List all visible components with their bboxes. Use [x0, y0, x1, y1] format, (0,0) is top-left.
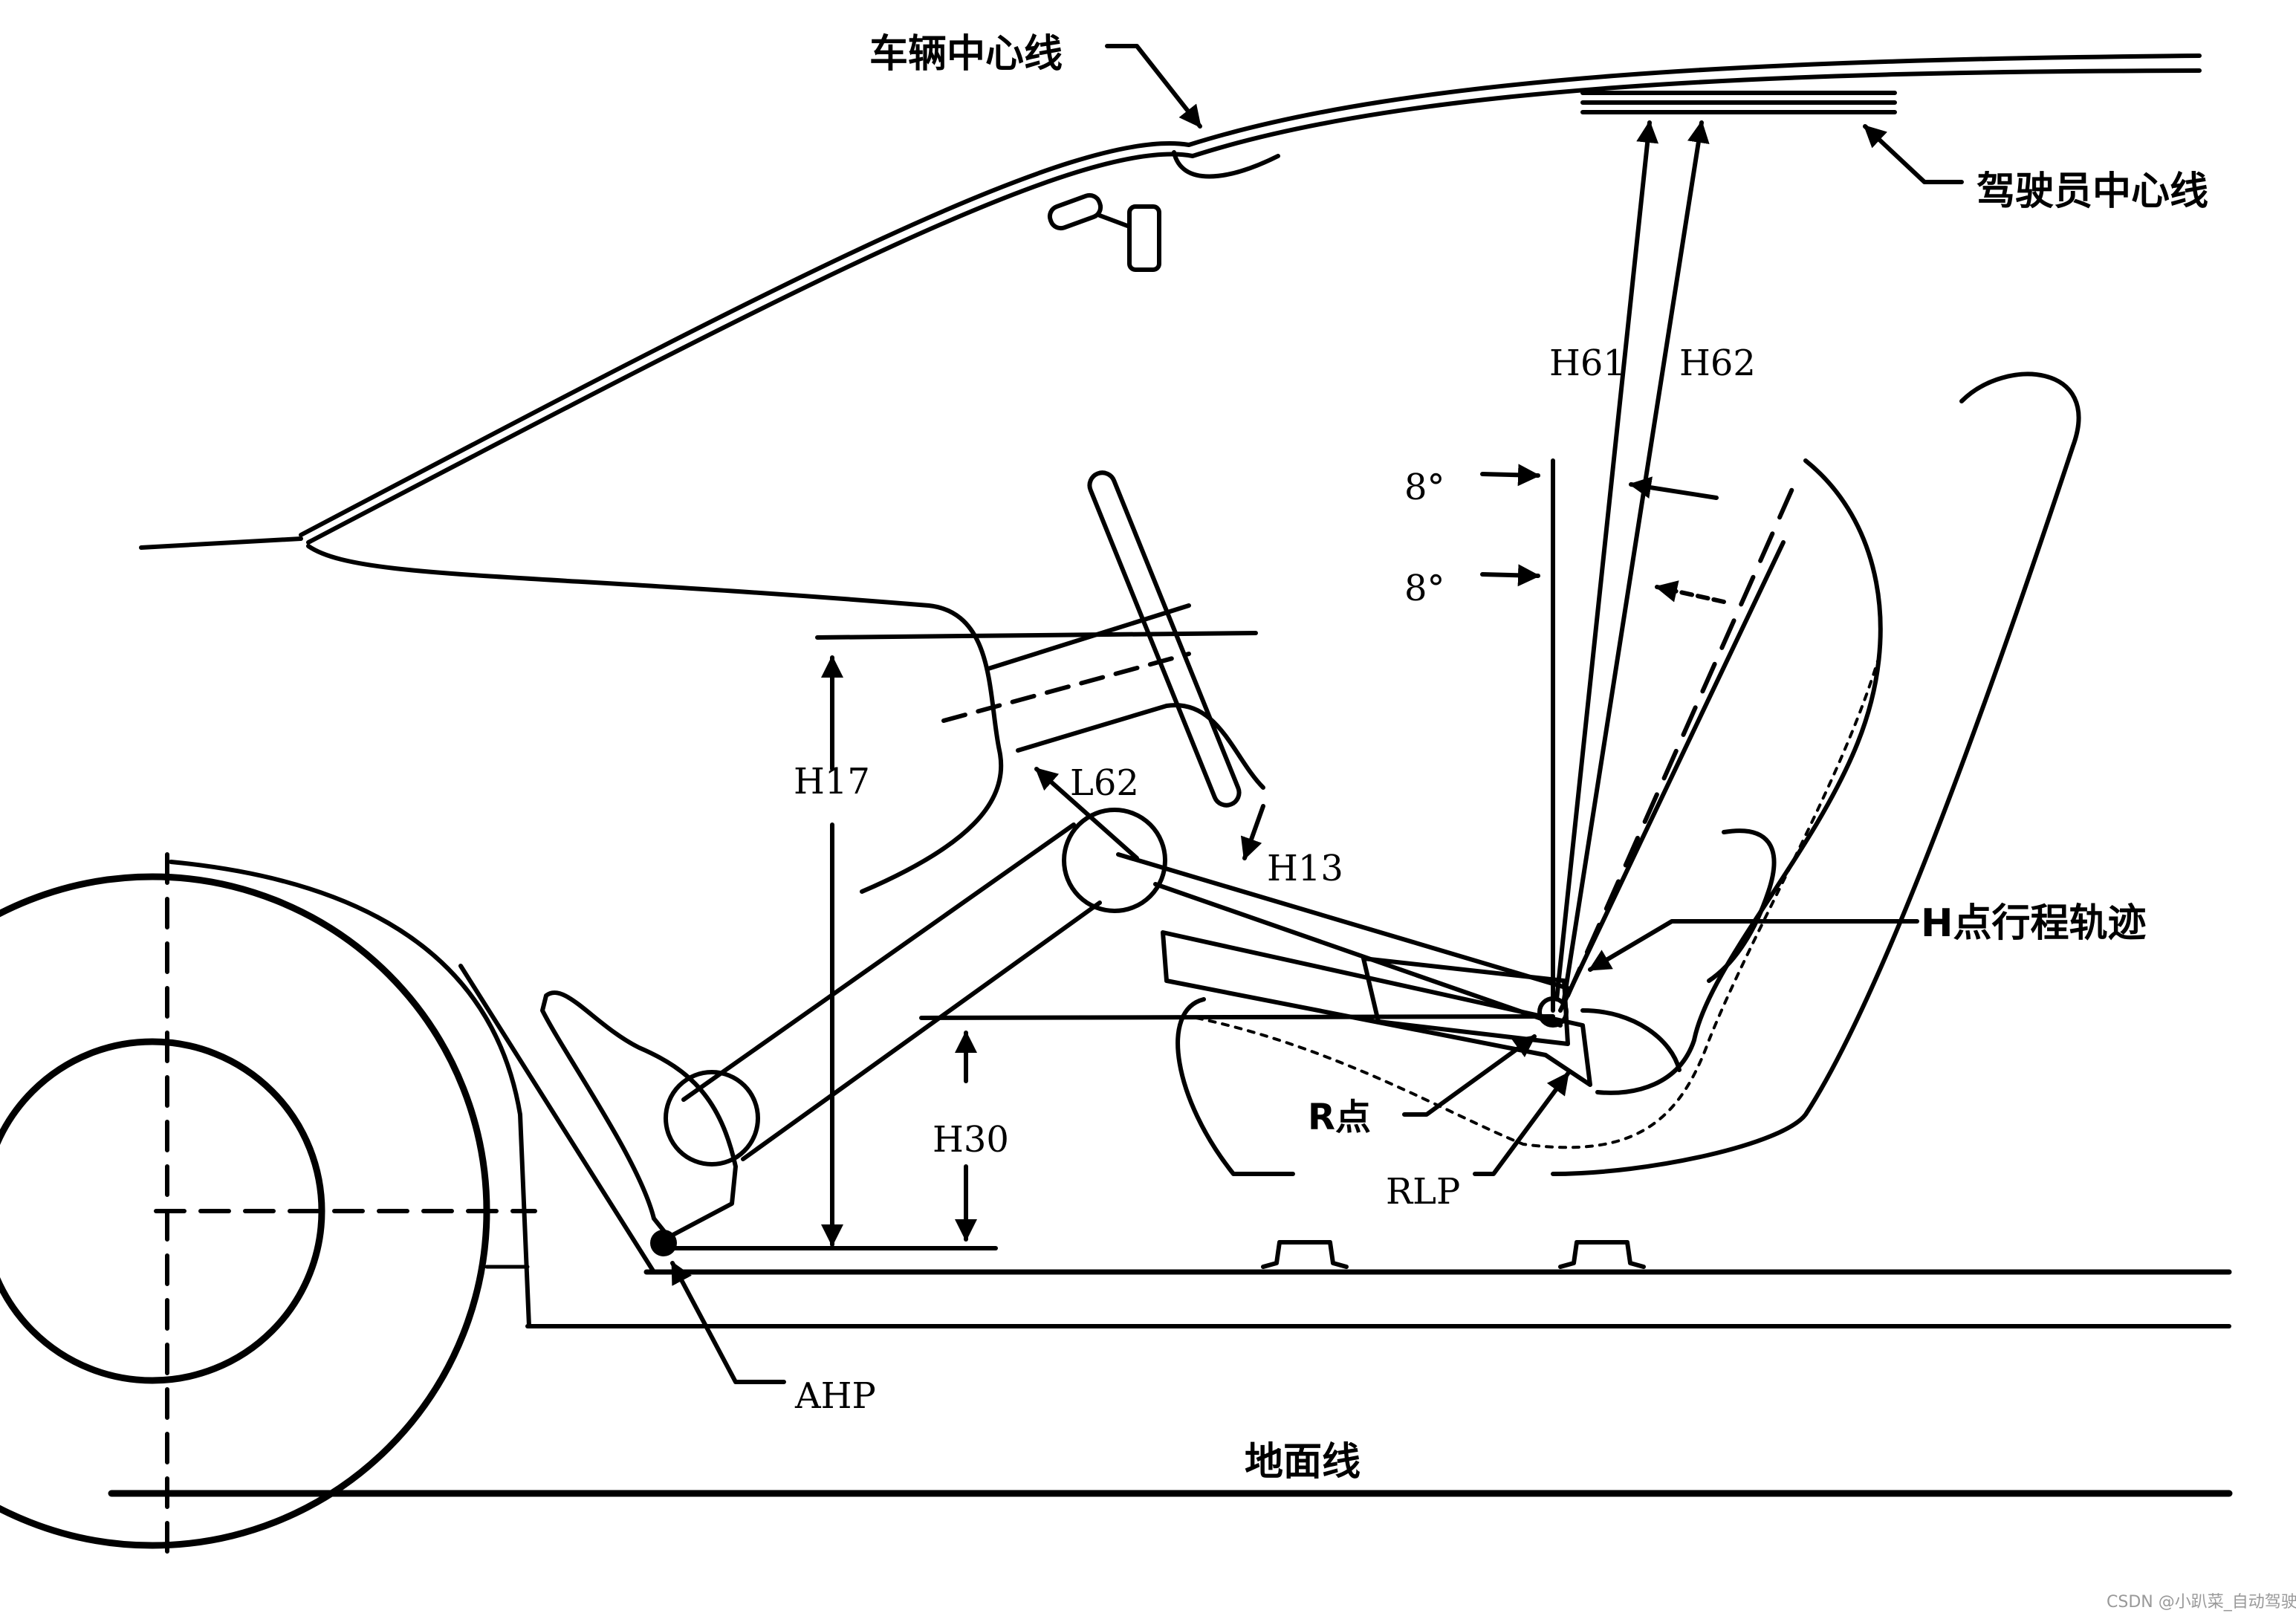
h30-label: H30	[933, 1119, 1009, 1161]
r-point-label: R点	[1308, 1097, 1371, 1138]
l62-label: L62	[1070, 762, 1139, 804]
seat-back-inner	[1595, 458, 1883, 1095]
lower-leg	[681, 822, 1102, 1161]
vehicle-centerline-label: 车辆中心线	[869, 32, 1063, 77]
seat-lumbar-outline	[1707, 828, 1777, 983]
l62-arrow	[1034, 767, 1139, 860]
floor-lines	[108, 1240, 2233, 1497]
seat-rail-block	[1361, 956, 1570, 1046]
angle-arrow-lower-left	[1480, 564, 1540, 587]
front-wheel	[0, 852, 537, 1570]
rearview-mirror	[1047, 192, 1161, 272]
vehicle-centerline-leader	[1105, 44, 1202, 129]
h61-line	[1554, 120, 1659, 1002]
h61-label: H61	[1549, 343, 1626, 384]
h62-label: H62	[1679, 343, 1756, 384]
h17-top-reference	[815, 631, 1258, 640]
h30-top-reference	[919, 1014, 1555, 1020]
seat-rail-bracket-rear	[1558, 1240, 1646, 1269]
leader-lines	[670, 44, 1964, 1384]
driver-seat	[1161, 371, 2081, 1176]
wheel-rim-outline	[0, 1038, 325, 1384]
angle-arrow-lower-right	[1655, 580, 1726, 604]
seat-cushion-frame	[1161, 930, 1592, 1087]
h13-arrow	[1240, 804, 1265, 860]
angle-arrow-upper-right	[1629, 476, 1719, 500]
h-point-travel-leader	[1588, 919, 1919, 972]
seat-cushion-top	[1580, 1008, 1682, 1072]
accelerator-pedal	[540, 990, 738, 1239]
ankle-joint	[664, 1070, 760, 1166]
hood-line	[139, 536, 303, 550]
ahp-label: AHP	[794, 1375, 876, 1417]
steering-column-axis	[941, 652, 1191, 723]
driver-centerline-leader	[1863, 124, 1964, 184]
torso-reference-dashed	[1566, 473, 1800, 998]
wheel-arch	[169, 860, 531, 1328]
driver-centerline-marks	[1580, 91, 1897, 114]
watermark: CSDN @小趴菜_自动驾驶搬砖人	[2107, 1593, 2296, 1612]
upper-leg	[1116, 852, 1570, 1028]
angle-arrow-upper-left	[1480, 464, 1540, 487]
driver-centerline-label: 驾驶员中心线	[1976, 169, 2208, 214]
r-point-leader	[1402, 1034, 1537, 1117]
rlp-label: RLP	[1386, 1171, 1460, 1213]
roof-line-outer	[299, 53, 2202, 537]
ahp-point	[650, 1230, 677, 1256]
seat-contour-dotted	[1195, 652, 1881, 1149]
roof-line-inner	[306, 68, 2202, 545]
seat-back-outline	[1551, 371, 2081, 1176]
h62-line	[1562, 120, 1710, 1002]
labels: 车辆中心线 驾驶员中心线 H61 H62 8° 8° H17 L62 H13 H…	[794, 32, 2296, 1612]
h17-label: H17	[794, 761, 870, 802]
firewall-line	[458, 964, 656, 1274]
ground-line-label: 地面线	[1245, 1440, 1361, 1484]
ahp-leader	[670, 1261, 786, 1384]
seat-cushion-front	[1175, 997, 1295, 1176]
h13-label: H13	[1267, 848, 1343, 889]
seat-rail-bracket-front	[1261, 1240, 1349, 1269]
dimension-lines	[815, 120, 1726, 1247]
roof-header-bulge	[1172, 150, 1280, 179]
steering-wheel	[1087, 470, 1242, 808]
knee-joint	[1062, 808, 1167, 913]
h-point-travel-label: H点行程轨迹	[1921, 901, 2147, 946]
vehicle-body	[139, 53, 2202, 1274]
rlp-leader	[1473, 1071, 1570, 1176]
occupant-leg	[540, 808, 1570, 1256]
angle-label-upper: 8°	[1404, 467, 1445, 508]
dashboard-outline	[306, 544, 1004, 894]
angle-label-lower: 8°	[1404, 568, 1445, 609]
